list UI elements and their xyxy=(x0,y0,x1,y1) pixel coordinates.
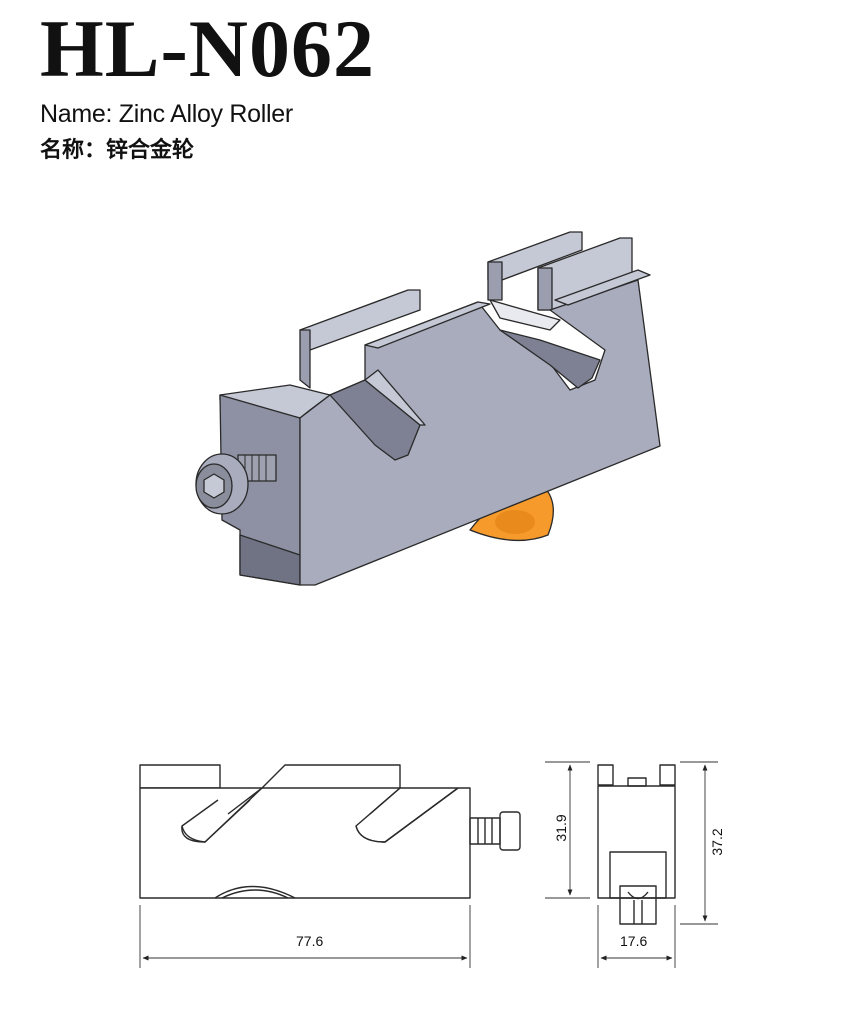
product-name-zh: 名称：锌合金轮 xyxy=(40,138,195,163)
roller-wheel xyxy=(469,487,554,542)
dim-length: 77.6 xyxy=(296,933,323,949)
dim-total-height: 37.2 xyxy=(709,828,725,855)
rear-fins xyxy=(487,231,633,311)
front-view xyxy=(139,764,521,899)
dim-width: 17.6 xyxy=(620,933,647,949)
socket-screw xyxy=(195,453,277,515)
model-code: HL-N062 xyxy=(40,3,375,94)
side-view xyxy=(597,764,676,925)
front-view-dimension xyxy=(139,905,471,968)
product-name-en: Name: Zinc Alloy Roller xyxy=(40,100,293,128)
product-3d-view xyxy=(195,231,661,586)
main-body xyxy=(299,269,661,586)
front-fins xyxy=(299,289,421,389)
end-block xyxy=(219,384,331,586)
side-view-dimensions xyxy=(545,761,718,968)
dim-body-height: 31.9 xyxy=(553,814,569,841)
